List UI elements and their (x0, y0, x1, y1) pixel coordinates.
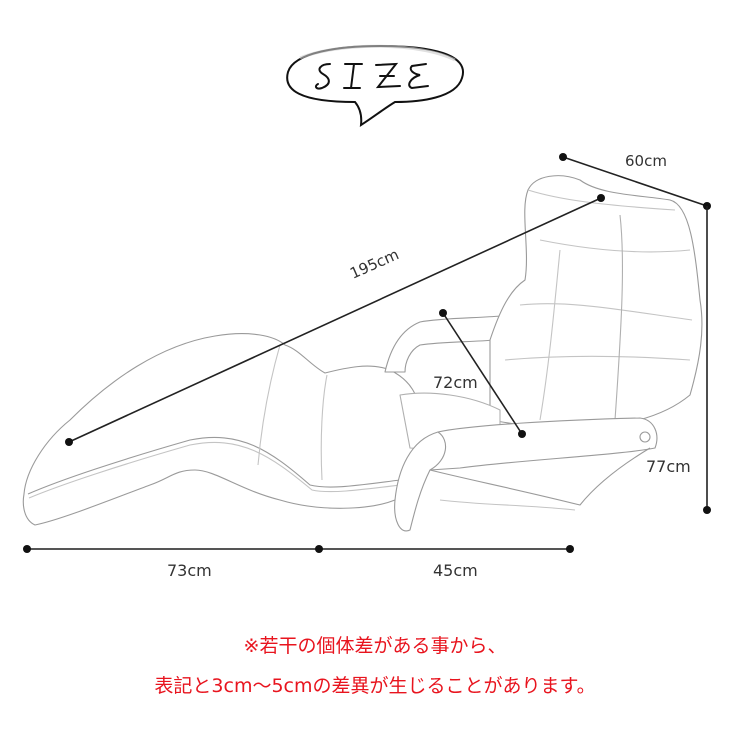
depth-label: 60cm (625, 152, 667, 170)
speech-bubble (286, 44, 465, 127)
note-line-1: ※若干の個体差がある事から、 (243, 635, 507, 657)
size-title (314, 62, 429, 90)
leg-section-label: 73cm (167, 561, 212, 580)
note-line-2: 表記と3cm～5cmの差異が生じることがあります。 (154, 675, 596, 697)
backrest-label: 72cm (433, 373, 478, 392)
height-label: 77cm (646, 457, 691, 476)
chair-sketch (22, 175, 703, 532)
dimension-lines (23, 153, 711, 553)
seat-section-label: 45cm (433, 561, 478, 580)
